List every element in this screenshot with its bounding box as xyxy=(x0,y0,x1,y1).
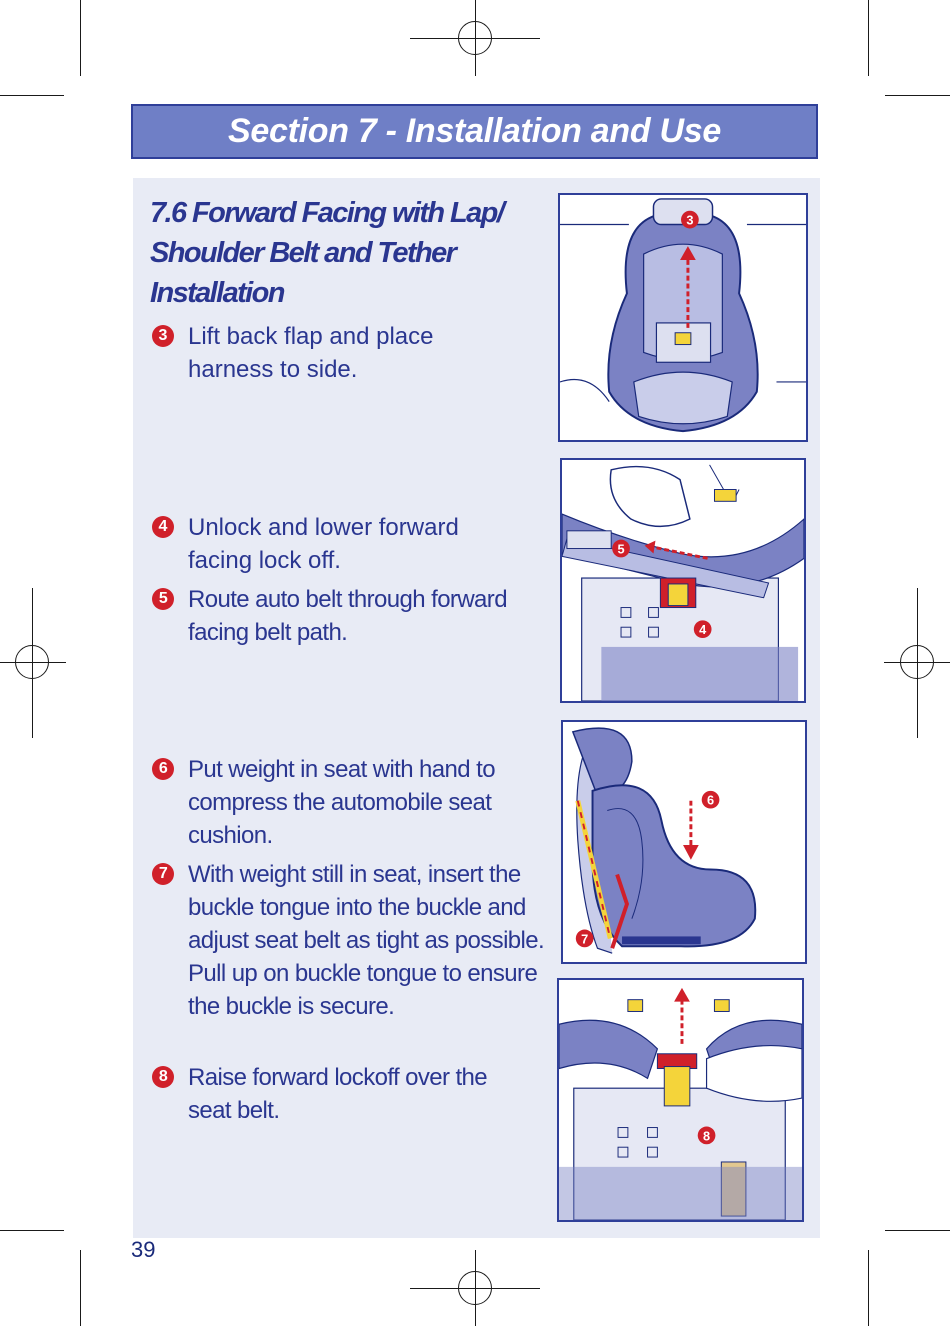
crop-mark xyxy=(80,1250,82,1326)
subsection-title-line2: Shoulder Belt and Tether xyxy=(150,237,457,269)
figure-1-marker: 3 xyxy=(686,213,693,228)
crop-mark xyxy=(0,95,64,97)
step-number-4-icon: 4 xyxy=(152,516,174,538)
step-8-text: Raise forward lockoff over the seat belt… xyxy=(188,1064,488,1124)
step-number-8-icon: 8 xyxy=(152,1066,174,1088)
step-3: 3 Lift back flap and place harness to si… xyxy=(152,320,472,386)
step-number-6-icon: 6 xyxy=(152,758,174,780)
step-7-text: With weight still in seat, insert the bu… xyxy=(188,861,545,1020)
step-5-text: Route auto belt through forward facing b… xyxy=(188,586,508,646)
step-number-7-icon: 7 xyxy=(152,863,174,885)
section-header-bar: Section 7 - Installation and Use xyxy=(131,104,818,159)
step-3-text: Lift back flap and place harness to side… xyxy=(188,323,434,383)
page-number: 39 xyxy=(131,1237,156,1262)
step-6-text: Put weight in seat with hand to compress… xyxy=(188,756,496,849)
crop-mark xyxy=(0,1230,64,1232)
figure-4-marker: 8 xyxy=(703,1128,710,1143)
step-number-3-icon: 3 xyxy=(152,325,174,347)
illustration-lift-back-flap: 3 xyxy=(558,193,808,442)
step-4-text: Unlock and lower forward facing lock off… xyxy=(188,514,459,574)
lockoff-icon: 8 xyxy=(559,987,802,1220)
crop-mark xyxy=(885,95,950,97)
figure-3-marker-b: 7 xyxy=(581,931,588,946)
subsection-title: 7.6 Forward Facing with Lap/ Shoulder Be… xyxy=(150,193,560,313)
registration-target-icon xyxy=(15,645,49,679)
illustration-route-belt: 5 4 xyxy=(560,458,806,703)
step-6: 6 Put weight in seat with hand to compre… xyxy=(152,753,517,852)
step-number-5-icon: 5 xyxy=(152,588,174,610)
registration-target-icon xyxy=(900,645,934,679)
car-seat-side-icon: 6 7 xyxy=(571,727,757,954)
registration-target-icon xyxy=(458,21,492,55)
car-seat-front-icon: 3 xyxy=(560,198,806,433)
crop-mark xyxy=(885,1230,950,1232)
crop-mark xyxy=(868,0,870,76)
belt-path-icon: 5 4 xyxy=(562,464,804,701)
crop-mark xyxy=(868,1250,870,1326)
figure-2-marker-a: 5 xyxy=(617,541,624,556)
step-8: 8 Raise forward lockoff over the seat be… xyxy=(152,1061,517,1127)
step-7: 7 With weight still in seat, insert the … xyxy=(152,858,562,1023)
registration-target-icon xyxy=(458,1271,492,1305)
figure-3-marker-a: 6 xyxy=(707,793,714,808)
subsection-title-line1: 7.6 Forward Facing with Lap/ xyxy=(150,197,505,229)
figure-2-marker-b: 4 xyxy=(699,622,707,637)
illustration-raise-lockoff: 8 xyxy=(557,978,804,1222)
crop-mark xyxy=(80,0,82,76)
step-5: 5 Route auto belt through forward facing… xyxy=(152,583,537,649)
step-4: 4 Unlock and lower forward facing lock o… xyxy=(152,511,507,577)
subsection-title-line3: Installation xyxy=(150,277,285,309)
illustration-compress-seat: 6 7 xyxy=(561,720,807,964)
section-title: Section 7 - Installation and Use xyxy=(228,112,721,150)
